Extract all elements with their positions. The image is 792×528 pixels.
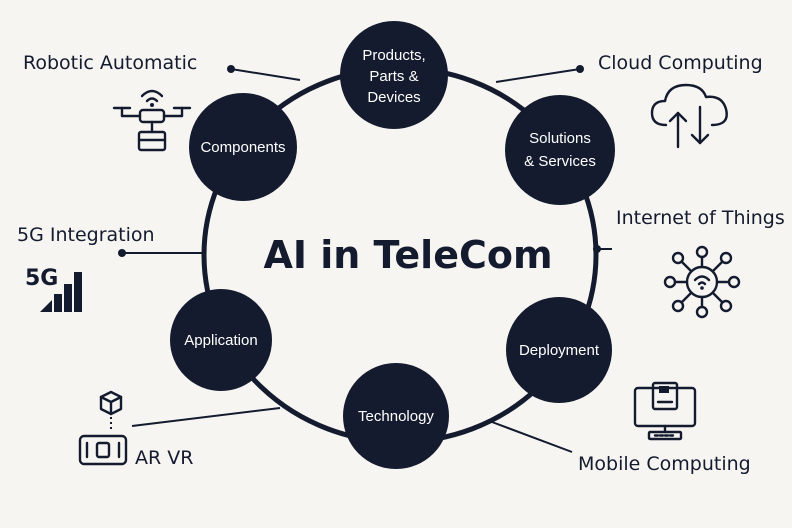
callout-iot-label: Internet of Things — [616, 207, 785, 229]
node-application[interactable]: Application — [170, 289, 272, 391]
connector-dot-cloud — [576, 65, 584, 73]
5g-icon-text: 5G — [25, 266, 58, 291]
connector-arvr — [131, 407, 281, 427]
node-deployment-label: Deployment — [519, 342, 600, 359]
drone-icon — [112, 89, 192, 152]
connector-lines — [118, 65, 612, 453]
ar-vr-headset-icon — [78, 390, 128, 466]
callout-robotic-label: Robotic Automatic — [23, 52, 197, 74]
node-products-line2: Parts & — [369, 68, 418, 85]
callout-5g-label: 5G Integration — [17, 224, 155, 246]
node-components[interactable]: Components — [189, 93, 297, 201]
callout-cloud-label: Cloud Computing — [598, 52, 763, 74]
iot-network-icon — [663, 245, 741, 319]
computer-terminal-icon — [633, 381, 697, 441]
node-technology-label: Technology — [358, 408, 434, 425]
node-components-label: Components — [200, 139, 285, 156]
5g-signal-icon: 5G — [25, 266, 82, 312]
connector-robotic — [230, 68, 301, 81]
node-products-line1: Products, — [362, 47, 425, 64]
node-products[interactable]: Products, Parts & Devices — [340, 21, 448, 129]
connector-dot-5g — [118, 249, 126, 257]
node-products-line3: Devices — [367, 89, 420, 106]
diagram-title: AI in TeleCom — [263, 233, 552, 277]
connector-mobile — [491, 421, 573, 453]
node-application-label: Application — [184, 332, 257, 349]
node-solutions-line2: & Services — [524, 153, 596, 170]
callout-mobile-label: Mobile Computing — [578, 453, 751, 475]
node-deployment[interactable]: Deployment — [506, 297, 612, 403]
node-technology[interactable]: Technology — [343, 363, 449, 469]
callout-arvr-label: AR VR — [135, 447, 193, 469]
node-solutions[interactable]: Solutions & Services — [505, 95, 615, 205]
connector-dot-robotic — [227, 65, 235, 73]
node-solutions-line1: Solutions — [529, 130, 591, 147]
connector-cloud — [495, 68, 581, 83]
cloud-sync-icon — [650, 83, 728, 149]
